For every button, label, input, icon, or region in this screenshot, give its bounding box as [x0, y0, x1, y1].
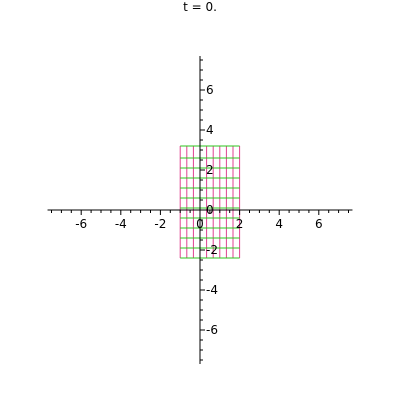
axis-ticks: [51, 59, 349, 361]
x-tick-label: 4: [275, 217, 283, 231]
x-tick-label: -6: [75, 217, 87, 231]
x-tick-label: 0: [196, 217, 204, 231]
y-tick-label: -4: [206, 283, 218, 297]
y-tick-label: 4: [206, 123, 214, 137]
axes: [47, 56, 353, 364]
horizontal-grid-lines: [180, 145, 240, 259]
y-tick-label: -6: [206, 323, 218, 337]
chart-title: t = 0.: [183, 0, 217, 14]
x-tick-label: -2: [154, 217, 166, 231]
y-tick-label: 6: [206, 83, 214, 97]
x-tick-label: -4: [115, 217, 127, 231]
x-tick-label: 2: [236, 217, 244, 231]
x-tick-label: 6: [315, 217, 323, 231]
y-tick-label: 2: [206, 163, 214, 177]
y-tick-label: -2: [206, 243, 218, 257]
y-tick-label: 0: [206, 203, 214, 217]
